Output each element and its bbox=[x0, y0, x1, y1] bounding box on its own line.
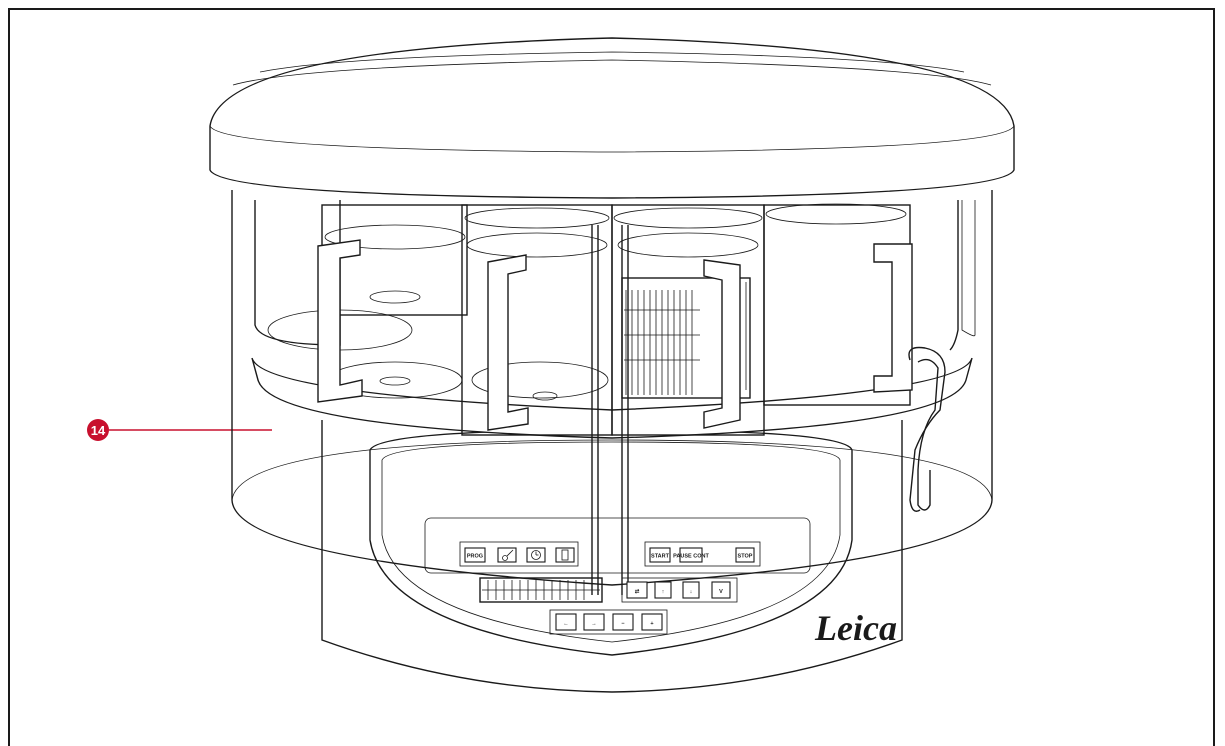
minus-key[interactable]: − bbox=[612, 613, 634, 631]
svg-text:START: START bbox=[651, 554, 670, 560]
stop-key[interactable]: STOP bbox=[735, 547, 755, 563]
clock-icon[interactable] bbox=[526, 547, 546, 563]
leica-logo: Leica bbox=[814, 608, 897, 648]
svg-text:→: → bbox=[591, 621, 597, 627]
v-key[interactable]: V bbox=[711, 581, 731, 599]
callout-marker bbox=[87, 419, 109, 441]
key-icon[interactable] bbox=[497, 547, 517, 563]
turntable bbox=[251, 357, 973, 439]
left-key[interactable]: ← bbox=[555, 613, 577, 631]
callout-number: 14 bbox=[91, 423, 106, 438]
lift-rods bbox=[591, 225, 629, 595]
svg-text:↓: ↓ bbox=[690, 589, 693, 595]
prog-key[interactable]: PROG bbox=[464, 547, 486, 563]
svg-text:PROG: PROG bbox=[467, 554, 483, 560]
tubing bbox=[908, 346, 946, 512]
svg-text:−: − bbox=[621, 621, 624, 627]
start-key[interactable]: START bbox=[649, 547, 671, 563]
rack-hangers bbox=[317, 239, 913, 431]
right-key[interactable]: → bbox=[583, 613, 605, 631]
plus-key[interactable]: + bbox=[641, 613, 663, 631]
lcd-display bbox=[479, 577, 603, 603]
pause-cont-key[interactable]: PAUSE CONT bbox=[673, 547, 709, 563]
figure-frame bbox=[8, 8, 1215, 746]
callout-14: 14 bbox=[87, 419, 272, 441]
up-key[interactable]: ↑ bbox=[654, 581, 672, 599]
svg-text:↑: ↑ bbox=[662, 589, 665, 595]
reagent-containers bbox=[254, 200, 976, 436]
swap-key[interactable]: ⇄ bbox=[626, 581, 648, 599]
lid bbox=[209, 37, 1015, 199]
oven-icon[interactable] bbox=[555, 547, 575, 563]
svg-text:⇄: ⇄ bbox=[635, 587, 640, 595]
down-key[interactable]: ↓ bbox=[682, 581, 700, 599]
svg-text:STOP: STOP bbox=[738, 554, 753, 560]
housing bbox=[231, 190, 993, 693]
front-console bbox=[369, 429, 853, 656]
svg-text:+: + bbox=[650, 621, 653, 627]
svg-text:←: ← bbox=[563, 621, 569, 627]
control-panel: PROG START PAUSE CONT STOP bbox=[459, 541, 761, 635]
svg-text:PAUSE CONT: PAUSE CONT bbox=[673, 554, 709, 560]
svg-text:V: V bbox=[719, 589, 723, 595]
